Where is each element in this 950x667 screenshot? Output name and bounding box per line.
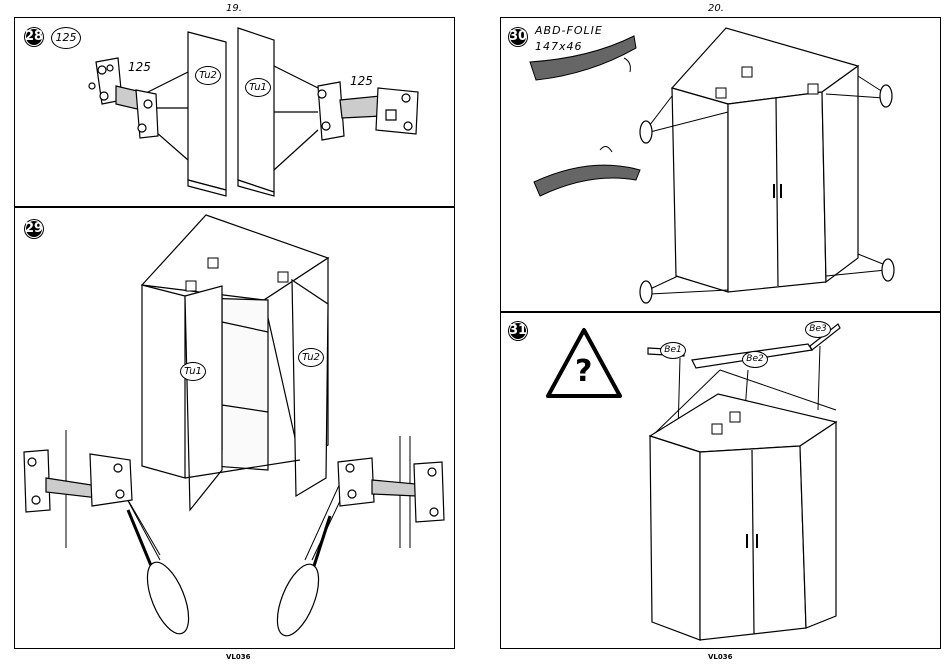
part-label-be1: Be1 xyxy=(660,342,686,359)
question-mark: ? xyxy=(575,354,592,389)
part-label-be2: Be2 xyxy=(742,351,768,368)
right-footer-code: VL036 xyxy=(708,653,733,661)
part-label-be3: Be3 xyxy=(805,321,831,338)
